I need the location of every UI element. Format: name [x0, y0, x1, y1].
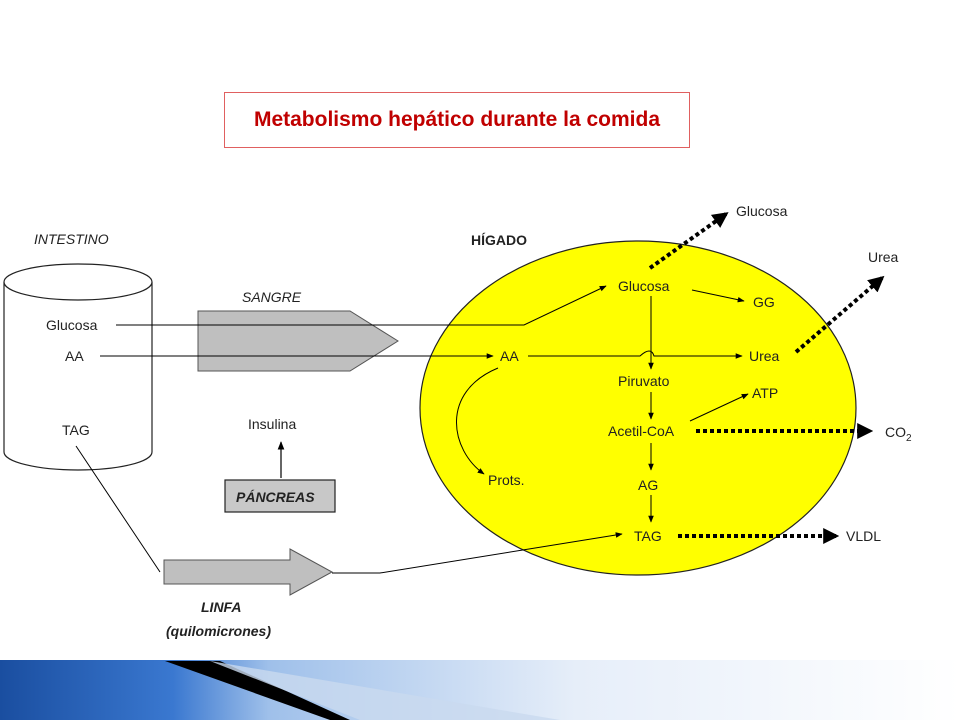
intestine-glucosa-label: Glucosa [46, 317, 98, 333]
slide-title: Metabolismo hepático durante la comida [253, 108, 661, 131]
co2-subscript: 2 [906, 433, 912, 444]
insulina-label: Insulina [248, 416, 296, 432]
liver-aa-label: AA [500, 348, 519, 364]
liver-tag-label: TAG [634, 528, 662, 544]
acetilcoa-to-atp-arrow [689, 393, 749, 422]
glucosa-to-gg-arrow [691, 289, 745, 303]
liver-atp-label: ATP [752, 385, 778, 401]
liver-acetilcoa-label: Acetil-CoA [608, 423, 675, 439]
linfa-label: LINFA [201, 599, 241, 615]
sangre-label: SANGRE [242, 289, 302, 305]
liver-piruvato-label: Piruvato [618, 373, 670, 389]
liver-glucosa-label: Glucosa [618, 278, 670, 294]
quilomicrones-label: (quilomicrones) [166, 623, 271, 639]
intestine-tag-label: TAG [62, 422, 90, 438]
intestine-cylinder [3, 263, 153, 471]
sangre-arrow [197, 310, 399, 372]
linfa-arrow [163, 548, 334, 596]
title-box: Metabolismo hepático durante la comida [224, 92, 690, 148]
linfa-to-tag-line [332, 532, 623, 574]
liver-ag-label: AG [638, 477, 658, 493]
liver-gg-label: GG [753, 294, 775, 310]
pancreas-box [224, 479, 336, 513]
liver-ellipse [419, 240, 857, 576]
glucosa-flow-line [116, 285, 607, 326]
intestino-label: INTESTINO [34, 231, 109, 247]
aa-to-prots-arrow [456, 367, 499, 475]
aa-to-urea-arrow [528, 350, 743, 359]
co2-main: CO [885, 424, 906, 440]
higado-label: HÍGADO [471, 232, 527, 248]
export-vldl-label: VLDL [846, 528, 881, 544]
liver-prots-label: Prots. [488, 472, 525, 488]
export-co2-label: CO2 [885, 424, 912, 444]
pancreas-label: PÁNCREAS [236, 489, 315, 505]
tag-lymph-line [75, 445, 161, 573]
liver-urea-label: Urea [749, 348, 780, 364]
export-urea-label: Urea [868, 249, 899, 265]
footer-decoration [0, 660, 960, 720]
export-glucosa-label: Glucosa [736, 203, 788, 219]
glucosa-export-arrow [648, 212, 729, 270]
intestine-aa-label: AA [65, 348, 84, 364]
urea-export-arrow [794, 275, 885, 354]
